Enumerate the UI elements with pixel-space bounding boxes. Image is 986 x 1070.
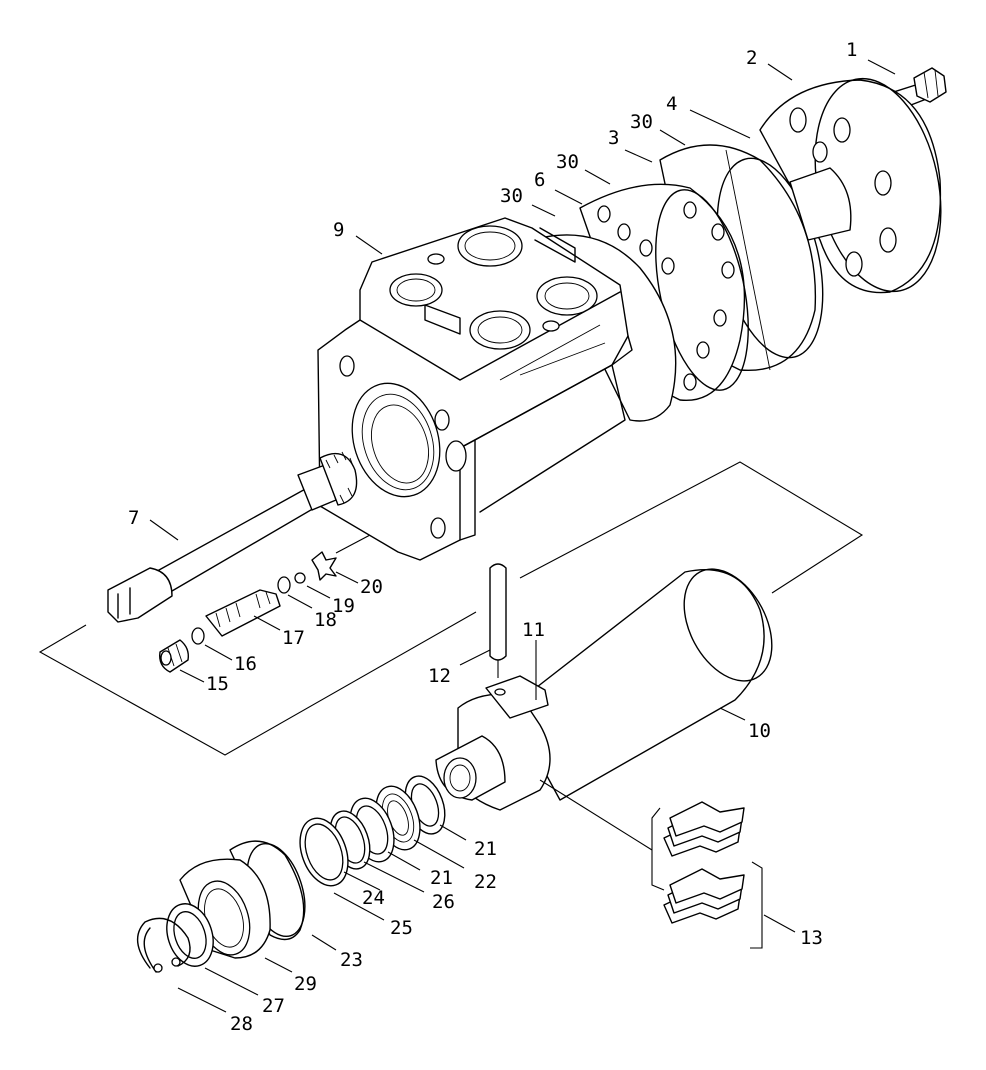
part-2-end-cap xyxy=(759,77,942,294)
part-12-pin xyxy=(489,563,507,678)
callout-1: 1 xyxy=(846,39,857,61)
callout-9: 9 xyxy=(333,219,344,241)
part-7-drive-shaft xyxy=(107,451,358,623)
callout-30c: 30 xyxy=(500,185,523,207)
part-19-ball xyxy=(294,572,306,584)
callout-21b: 21 xyxy=(430,867,453,889)
part-20-star xyxy=(311,551,337,581)
callout-20: 20 xyxy=(360,576,383,598)
callout-16: 16 xyxy=(234,653,257,675)
callout-22: 22 xyxy=(474,871,497,893)
part-16-oring xyxy=(191,627,205,645)
callout-24: 24 xyxy=(362,887,385,909)
part-6-port-plate xyxy=(579,183,749,402)
part-18-oring xyxy=(277,576,291,594)
callout-labels: 1 2 3 4 6 7 9 10 11 12 13 15 16 17 18 19… xyxy=(128,39,857,1035)
callout-21a: 21 xyxy=(474,838,497,860)
callout-28: 28 xyxy=(230,1013,253,1035)
callout-10: 10 xyxy=(748,720,771,742)
part-17-valve-pin xyxy=(205,589,281,637)
callout-6: 6 xyxy=(534,169,545,191)
leader-lines xyxy=(149,59,896,1013)
callout-25: 25 xyxy=(390,917,413,939)
callout-12: 12 xyxy=(428,665,451,687)
part-25-ring xyxy=(299,817,349,887)
callout-15: 15 xyxy=(206,673,229,695)
callout-19: 19 xyxy=(332,595,355,617)
callout-4: 4 xyxy=(666,93,677,115)
callout-26: 26 xyxy=(432,891,455,913)
callout-29: 29 xyxy=(294,973,317,995)
callout-18: 18 xyxy=(314,609,337,631)
callout-3: 3 xyxy=(608,127,619,149)
callout-30a: 30 xyxy=(630,111,653,133)
callout-2: 2 xyxy=(746,47,757,69)
callout-23: 23 xyxy=(340,949,363,971)
callout-11: 11 xyxy=(522,619,545,641)
part-28-snap-ring xyxy=(137,917,191,973)
callout-7: 7 xyxy=(128,507,139,529)
callout-17: 17 xyxy=(282,627,305,649)
part-9-valve-housing xyxy=(317,217,677,561)
part-10-column-tube xyxy=(435,568,773,811)
callout-30b: 30 xyxy=(556,151,579,173)
part-27-bushing xyxy=(166,903,214,967)
callout-13: 13 xyxy=(800,927,823,949)
bracket-lower-group xyxy=(519,461,864,594)
callout-27: 27 xyxy=(262,995,285,1017)
part-13-shims xyxy=(539,779,763,949)
part-15-plug xyxy=(159,639,190,673)
